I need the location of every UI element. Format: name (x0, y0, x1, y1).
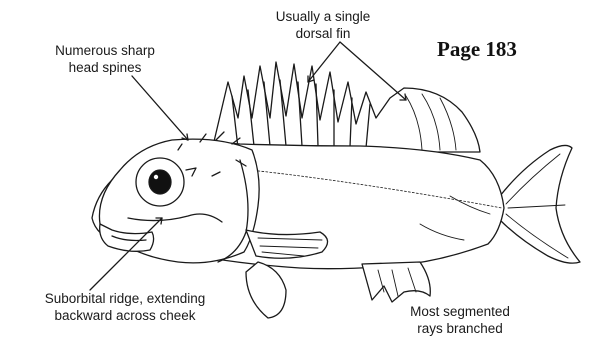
dorsal-fin (212, 62, 480, 152)
dorsal-fin-leader (308, 42, 406, 100)
pelvic-fin (246, 262, 286, 318)
fish-head (99, 132, 259, 263)
suborbital-ridge-label: Suborbital ridge, extending backward acr… (0, 290, 250, 324)
eye (136, 158, 184, 206)
pectoral-fin (246, 230, 328, 258)
caudal-fin (500, 145, 580, 263)
page-number: Page 183 (437, 37, 517, 61)
head-spines-leader (132, 76, 188, 140)
anal-fin (362, 262, 430, 302)
dorsal-fin-label: Usually a single dorsal fin (258, 8, 388, 42)
segmented-rays-label: Most segmented rays branched (405, 303, 515, 337)
head-spines-label: Numerous sharp head spines (30, 42, 180, 76)
